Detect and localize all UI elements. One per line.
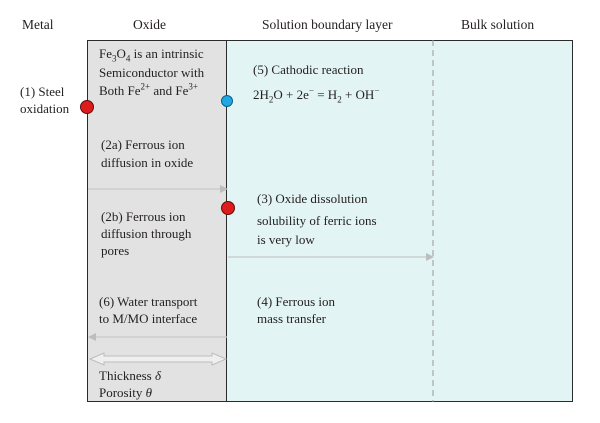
mass-transfer-label-1: (4) Ferrous ion xyxy=(257,294,335,309)
diffusion-pores-label-3: pores xyxy=(101,243,130,258)
water-transport-label-1: (6) Water transport xyxy=(99,294,198,309)
cathodic-reaction-label: (5) Cathodic reaction xyxy=(253,62,364,77)
diffusion-oxide-label-1: (2a) Ferrous ion xyxy=(101,137,185,152)
thickness-double-arrow xyxy=(88,352,228,366)
header-boundary-layer: Solution boundary layer xyxy=(262,17,393,32)
fe3o4-formula: Fe3O4 xyxy=(99,46,131,64)
fe3o4-line-3: Both Fe2+ and Fe3+ xyxy=(99,81,198,98)
dissolution-label-2: solubility of ferric ions xyxy=(257,213,377,228)
header-bulk-solution: Bulk solution xyxy=(461,17,535,32)
fe3o4-line-2: Semiconductor with xyxy=(99,65,205,80)
thickness-label: Thickness δ xyxy=(99,368,162,383)
oxide-dissolution-dot xyxy=(221,201,235,215)
dissolution-label-1: (3) Oxide dissolution xyxy=(257,191,368,206)
porosity-label: Porosity θ xyxy=(99,385,152,400)
steel-oxidation-dot xyxy=(80,100,94,114)
cathodic-reaction-dot xyxy=(221,95,233,107)
mass-transfer-label-2: mass transfer xyxy=(257,311,326,326)
dissolution-label-3: is very low xyxy=(257,232,315,247)
header-metal: Metal xyxy=(22,17,54,32)
diffusion-pores-label-2: diffusion through xyxy=(101,226,192,241)
diffusion-oxide-label-2: diffusion in oxide xyxy=(101,155,194,170)
header-oxide: Oxide xyxy=(133,17,166,32)
steel-oxidation-label-1: (1) Steel xyxy=(20,84,65,99)
fe3o4-line-1: Fe3O4 is an intrinsic xyxy=(99,45,204,64)
solution-boundary-layer xyxy=(227,40,433,402)
fe3o4-line-1-rest: is an intrinsic xyxy=(130,46,204,61)
bulk-solution-region xyxy=(433,40,573,402)
cathodic-equation: 2H2O + 2e− = H2 + OH− xyxy=(253,85,380,105)
diffusion-pores-label-1: (2b) Ferrous ion xyxy=(101,209,186,224)
steel-oxidation-label-2: oxidation xyxy=(20,101,70,116)
water-transport-label-2: to M/MO interface xyxy=(99,311,198,326)
oxide-layer xyxy=(87,40,227,402)
